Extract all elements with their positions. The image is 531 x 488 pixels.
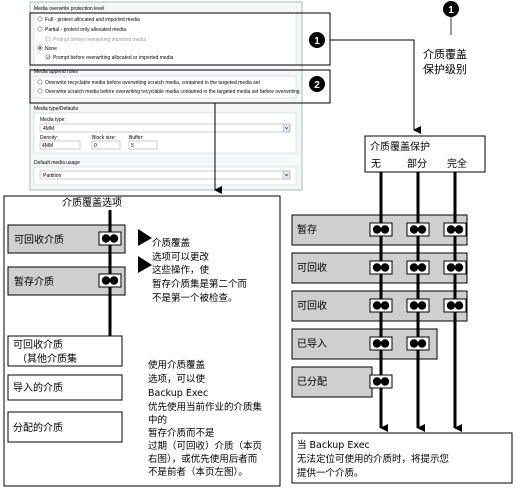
block-size-label: Block size:: [92, 135, 116, 141]
row-label-allocated: 已分配: [297, 376, 327, 388]
other-recyclable-line2: （其他介质集: [17, 352, 77, 365]
callout-frame-2: [29, 69, 331, 104]
chevron-down-icon: [284, 173, 289, 177]
level-full: 完全: [447, 157, 467, 170]
default-media-value: Partition: [43, 173, 62, 179]
density-value: 4MM: [42, 143, 53, 149]
callout-frame-1: [29, 12, 331, 66]
buffer-field[interactable]: [128, 140, 158, 150]
imported-media-box: [7, 374, 123, 401]
callout-badge-2: [309, 76, 325, 92]
checkbox-prompt-allocated[interactable]: [45, 54, 51, 60]
media-type-select[interactable]: [39, 123, 291, 133]
settings-panel: Media overwrite protection level Full - …: [29, 1, 303, 191]
default-media-select[interactable]: [39, 170, 291, 180]
allocated-media-box: [7, 411, 123, 443]
left-diagram-title: 介质覆盖选项: [62, 196, 122, 209]
bottom-note-line4: 优先使用当前作业的介质集: [148, 401, 263, 413]
protection-level-box: [364, 135, 486, 173]
row-label-imported: 已导入: [297, 338, 327, 350]
bottom-note-line6: 暂存介质而不是: [148, 427, 215, 439]
callout-badge-top-label: 1: [448, 5, 454, 16]
side-note-line2: 选项可以更改: [152, 251, 210, 263]
callout-badge-1-label: 1: [314, 36, 320, 47]
buffer-label: Buffer:: [129, 135, 144, 141]
level-partial: 部分: [407, 157, 427, 170]
radio-full[interactable]: [37, 16, 43, 22]
prompt-note-line3: 提供一个介质。: [297, 467, 364, 479]
allocated-media-box-label: 分配的介质: [13, 421, 63, 434]
other-recyclable-box: [7, 335, 123, 367]
default-media-section-title: Default media usage: [34, 160, 80, 166]
imported-media-box-label: 导入的介质: [13, 381, 63, 394]
prompt-note-box: [291, 432, 513, 484]
block-size-field[interactable]: [91, 140, 121, 150]
callout-badge-1: [309, 32, 325, 48]
callout-badge-2-label: 2: [314, 80, 320, 91]
radio-partial[interactable]: [37, 26, 43, 32]
radio-overwrite-scratch-label: Overwrite scratch media before overwriti…: [45, 89, 300, 95]
row-label-recyclable-1: 可回收: [297, 261, 327, 274]
media-type-label: Media type:: [40, 117, 66, 123]
radio-overwrite-scratch[interactable]: [37, 88, 43, 94]
buffer-value: 5: [131, 143, 134, 149]
radio-overwrite-recyclable[interactable]: [37, 79, 43, 85]
side-note-line5: 不是第一个被检查。: [152, 292, 238, 304]
right-diagram-title-line1: 介质覆盖: [423, 47, 467, 61]
overwrite-section-title: Media overwrite protection level: [34, 6, 104, 12]
radio-full-label: Full - protect allocated and imported me…: [45, 17, 140, 23]
append-section-title: Media append rules: [34, 69, 78, 75]
density-field[interactable]: [39, 140, 81, 150]
checkbox-prompt-imported-label: Prompt before overwriting imported media: [53, 37, 146, 43]
row-label-recyclable-2: 可回收: [297, 299, 327, 312]
radio-partial-label: Partial - protect only allocated media: [45, 27, 126, 33]
row-label-scratch: 暂存: [297, 223, 317, 236]
callout-badge-top: [443, 1, 459, 17]
side-note-pointer: [138, 229, 152, 273]
bottom-note-line8: 右图），或优先使用后者而: [148, 453, 258, 465]
tape-icon-recyclable: [98, 231, 122, 246]
media-type-value: 4MM: [43, 126, 54, 132]
side-note-line1: 介质覆盖: [152, 237, 191, 249]
tape-icon-scratch: [98, 273, 122, 288]
bottom-note-line9: 不是前者（本页左图）。: [148, 466, 248, 478]
block-size-value: 0: [94, 143, 97, 149]
bottom-note-line3: Backup Exec: [148, 388, 208, 399]
bottom-note-line2: 选项，可以使: [148, 373, 206, 385]
density-label: Density:: [40, 135, 58, 141]
side-note-line4: 暂存介质集是第二个而: [152, 278, 248, 290]
recyclable-media-box-label: 可回收介质: [14, 233, 64, 246]
chevron-down-icon: [284, 126, 289, 130]
scratch-media-box-label: 暂存介质: [14, 275, 54, 288]
right-diagram-title-line2: 保护级别: [423, 62, 467, 76]
prompt-note-line1: 当 Backup Exec: [297, 439, 370, 451]
side-note-line3: 这些操作，使: [152, 264, 210, 276]
bottom-note-line7: 过期（可回收）介质（本页: [148, 440, 262, 452]
media-type-section-title: Media type/Defaults: [34, 106, 79, 112]
protection-level-box-title: 介质覆盖保护: [370, 140, 430, 153]
checkbox-prompt-allocated-label: Prompt before overwriting allocated or i…: [53, 55, 174, 61]
prompt-note-line2: 无法定位可使用的介质时，将提示您: [297, 453, 449, 465]
checkbox-prompt-imported[interactable]: [45, 36, 51, 42]
other-recyclable-line1: 可回收介质: [13, 338, 63, 351]
bottom-note-line5: 中的: [148, 414, 167, 426]
level-none: 无: [371, 159, 381, 170]
radio-overwrite-recyclable-label: Overwrite recyclable media before overwr…: [45, 80, 260, 86]
radio-none-label: None: [45, 46, 57, 52]
bottom-note-line1: 使用介质覆盖: [148, 359, 206, 371]
